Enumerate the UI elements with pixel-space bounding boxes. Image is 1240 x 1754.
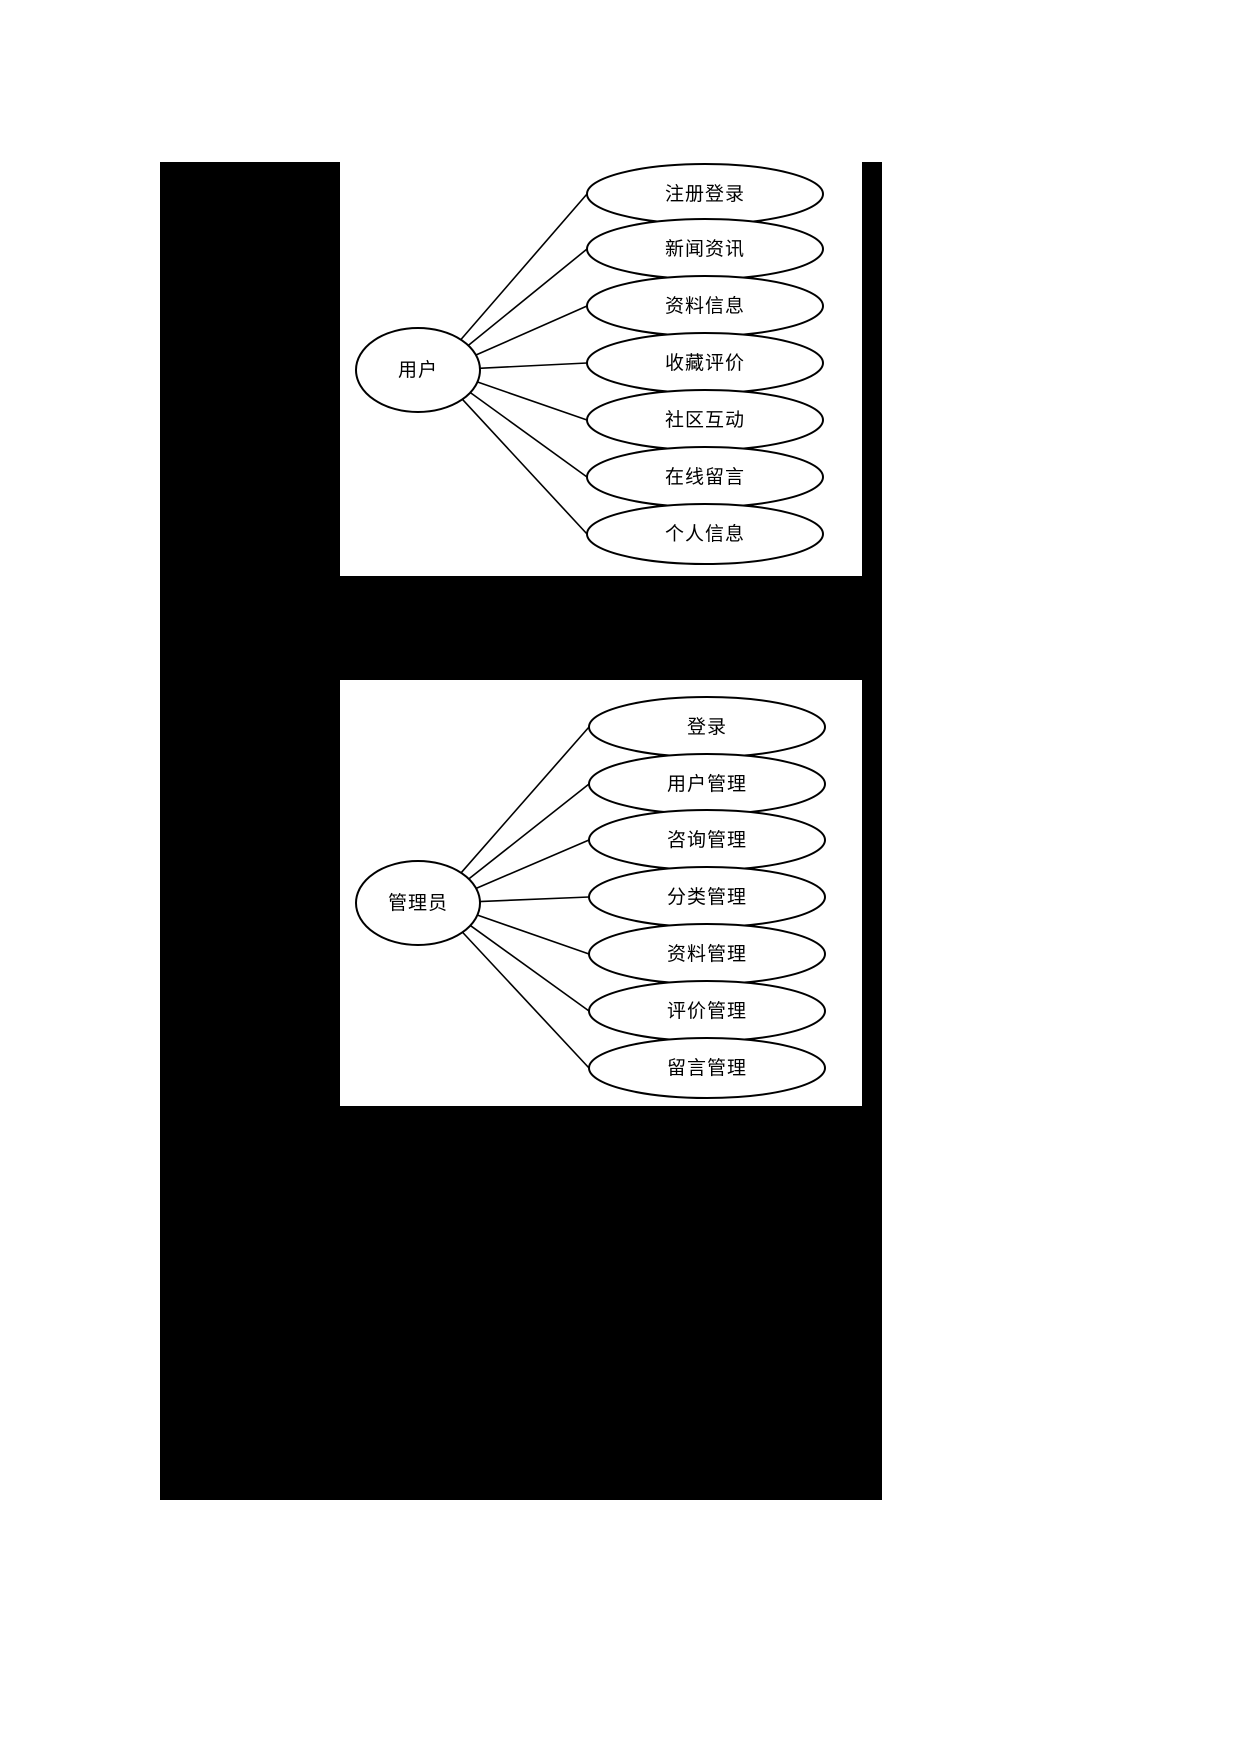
use-case-label-1: 注册登录 <box>665 183 745 205</box>
use-case-label-2: 新闻资讯 <box>665 238 745 260</box>
association-line-7 <box>461 931 590 1069</box>
use-case-label-6: 评价管理 <box>667 1000 747 1022</box>
association-line-3 <box>475 305 588 357</box>
association-line-1 <box>459 193 588 341</box>
user-use-case-diagram-panel: 用户 注册登录新闻资讯资料信息收藏评价社区互动在线留言个人信息 <box>340 148 862 576</box>
association-line-3 <box>475 839 590 890</box>
actor-label: 管理员 <box>388 892 448 914</box>
association-line-6 <box>469 391 588 478</box>
use-case-label-4: 分类管理 <box>667 886 747 908</box>
association-line-2 <box>467 783 590 880</box>
association-line-1 <box>460 726 590 874</box>
use-case-label-1: 登录 <box>687 716 727 738</box>
use-case-label-2: 用户管理 <box>667 773 747 795</box>
use-case-label-3: 咨询管理 <box>667 829 747 851</box>
use-case-label-6: 在线留言 <box>665 466 745 488</box>
association-line-7 <box>461 398 588 535</box>
association-line-5 <box>476 381 588 421</box>
use-case-label-7: 留言管理 <box>667 1057 747 1079</box>
actor-ellipse[interactable] <box>355 860 481 946</box>
use-case-label-7: 个人信息 <box>665 523 745 545</box>
use-case-ellipse-7[interactable] <box>588 1037 826 1099</box>
actor-label: 用户 <box>398 359 438 381</box>
admin-use-case-diagram-panel: 管理员 登录用户管理咨询管理分类管理资料管理评价管理留言管理 <box>340 680 862 1106</box>
association-line-5 <box>476 914 590 955</box>
association-line-6 <box>469 924 590 1012</box>
use-case-ellipse-7[interactable] <box>586 503 824 565</box>
actor-ellipse[interactable] <box>355 327 481 413</box>
association-line-4 <box>479 362 588 370</box>
use-case-label-5: 社区互动 <box>665 409 745 431</box>
use-case-label-5: 资料管理 <box>667 943 747 965</box>
association-line-2 <box>467 248 588 347</box>
association-line-4 <box>479 896 590 903</box>
use-case-label-4: 收藏评价 <box>665 352 745 374</box>
use-case-label-3: 资料信息 <box>665 295 745 317</box>
